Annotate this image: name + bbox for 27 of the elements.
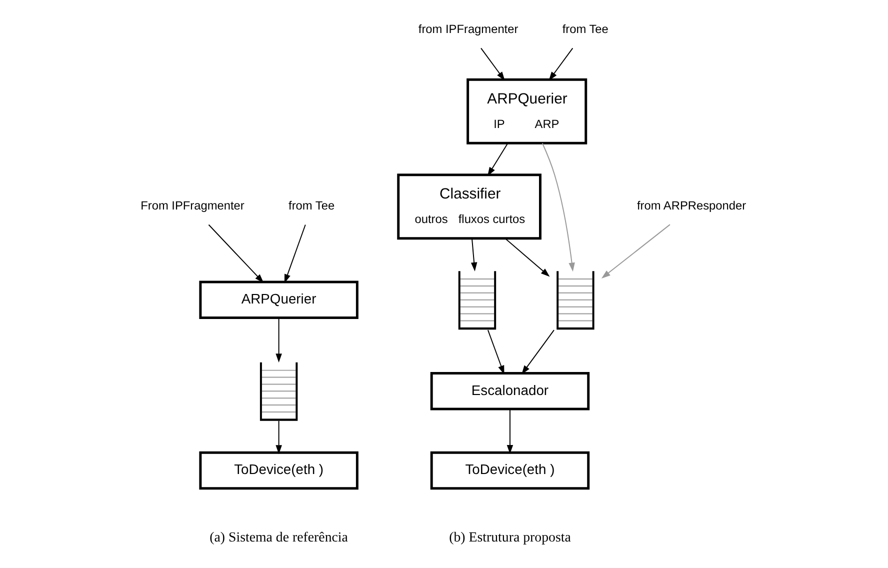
arrow (284, 224, 306, 284)
node-text: from Tee (288, 198, 335, 213)
arrow (542, 142, 575, 272)
node-box: ToDevice(eth ) (430, 451, 590, 490)
node-box: Escalonador (430, 372, 590, 410)
arrow (276, 420, 282, 454)
node-box: ARPQuerier IP ARP (466, 78, 588, 144)
arrow (506, 408, 514, 454)
arrow (488, 142, 508, 176)
arrow (208, 224, 264, 283)
node-box: Classifier outros fluxos curtos (397, 174, 542, 240)
node-text: from Tee (562, 22, 608, 36)
arrow (601, 224, 670, 278)
arrow (522, 330, 554, 374)
node-box: ARPQuerier (199, 280, 358, 319)
arrow (487, 330, 504, 375)
arrow (276, 318, 282, 363)
arrow (470, 238, 478, 272)
arrow (548, 48, 574, 81)
node-box: ToDevice(eth ) (199, 451, 358, 490)
node-text: from IPFragmenter (418, 22, 518, 36)
node-text: From IPFragmenter (140, 198, 244, 213)
label: (b) Estrutura proposta (449, 530, 571, 546)
arrow (480, 48, 505, 81)
arrow (504, 238, 550, 277)
node-text: from ARPResponder (637, 198, 746, 213)
label: (a) Sistema de referência (210, 530, 348, 546)
